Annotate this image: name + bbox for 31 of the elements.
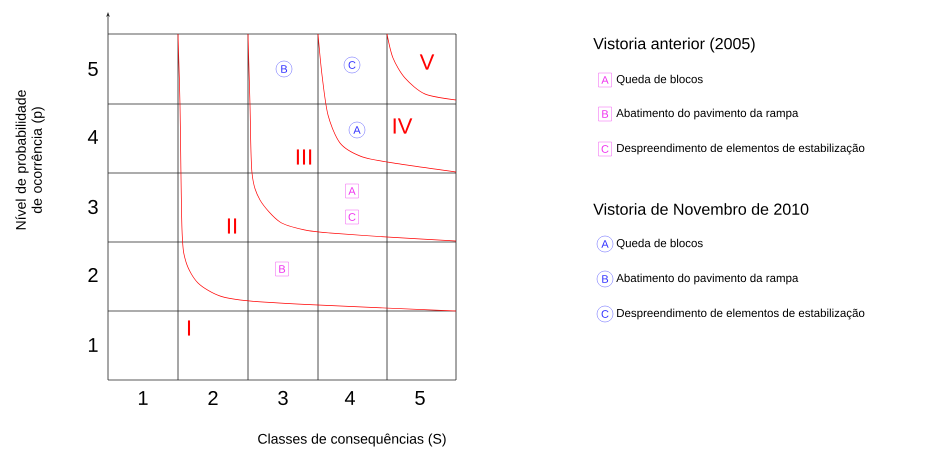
legend-text: Queda de blocos	[616, 74, 703, 86]
letter-box: A	[345, 184, 359, 198]
axis-tick-label: 2	[208, 391, 218, 405]
axis-title: Nível de probabilidade de ocorrência (p)	[15, 90, 45, 230]
letter-box: A	[598, 72, 612, 88]
letter-box: C	[598, 142, 612, 156]
axis-tick-label: 3	[278, 390, 288, 406]
axis-title: Classes de consequências (S)	[258, 433, 446, 447]
legend-text: Abatimento do pavimento da rampa	[616, 108, 798, 120]
legend-text: Despreendimento de elementos de estabilização	[617, 144, 864, 154]
region-numeral: II	[228, 218, 236, 234]
axis-tick-label: 3	[88, 200, 98, 214]
axis-tick-label: 4	[344, 391, 355, 405]
letter-box: B	[275, 262, 289, 276]
axis-tick-label: 5	[88, 62, 98, 76]
legend-text: Abatimento do pavimento da rampa	[616, 274, 798, 284]
legend-text: Despreendimento de elementos de estabilização	[617, 308, 864, 320]
region-numeral: III	[296, 149, 312, 165]
region-numeral: I	[188, 320, 190, 336]
region-numeral: V	[420, 54, 434, 70]
legend-heading: Vistoria anterior (2005)	[593, 38, 755, 52]
letter-box: B	[598, 106, 612, 122]
letter-box: C	[345, 210, 359, 224]
axis-tick-label: 5	[415, 391, 425, 405]
region-numeral: IV	[394, 118, 412, 134]
axis-tick-label: 1	[138, 391, 148, 405]
legend-heading: Vistoria de Novembro de 2010	[593, 203, 808, 215]
legend-text: Queda de blocos	[616, 238, 703, 250]
axis-tick-label: 1	[88, 338, 98, 352]
axis-tick-label: 4	[88, 130, 98, 144]
axis-tick-label: 2	[88, 268, 98, 282]
